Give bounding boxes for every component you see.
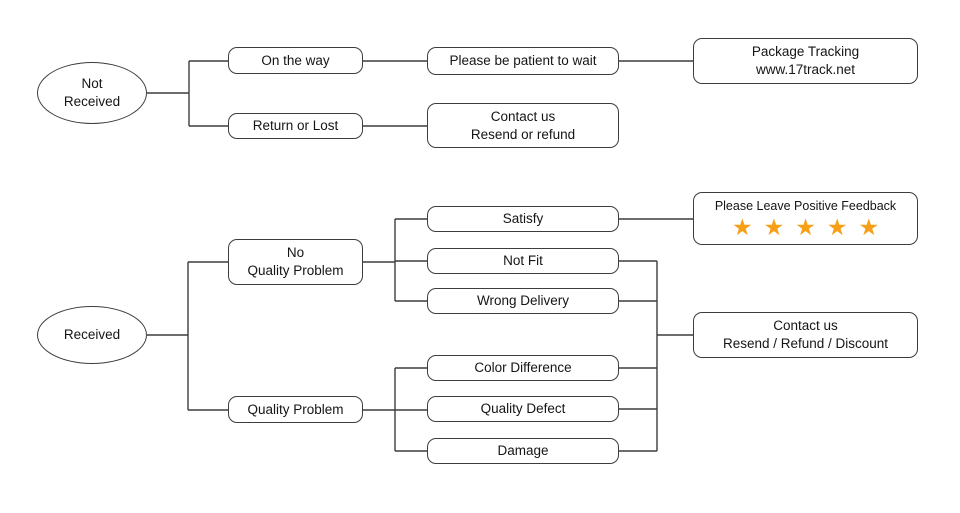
node-quality-defect: Quality Defect: [427, 396, 619, 422]
node-received: Received: [37, 306, 147, 364]
star-icon: ★: [826, 213, 859, 240]
star-icon: ★: [731, 213, 764, 240]
star-row: ★★★★★: [721, 213, 891, 240]
star-icon: ★: [858, 213, 891, 240]
node-not-received: Not Received: [37, 62, 147, 124]
node-no-quality-problem: No Quality Problem: [228, 239, 363, 285]
node-contact-resend-refund-discount: Contact us Resend / Refund / Discount: [693, 312, 918, 358]
star-icon: ★: [763, 213, 796, 240]
node-positive-feedback: Please Leave Positive Feedback ★★★★★: [693, 192, 918, 245]
node-damage: Damage: [427, 438, 619, 464]
node-quality-problem: Quality Problem: [228, 396, 363, 423]
feedback-label: Please Leave Positive Feedback: [714, 199, 897, 214]
node-contact-resend-refund: Contact us Resend or refund: [427, 103, 619, 148]
star-icon: ★: [795, 213, 827, 240]
node-on-the-way: On the way: [228, 47, 363, 74]
node-not-fit: Not Fit: [427, 248, 619, 274]
node-return-or-lost: Return or Lost: [228, 113, 363, 139]
node-package-tracking: Package Tracking www.17track.net: [693, 38, 918, 84]
node-satisfy: Satisfy: [427, 206, 619, 232]
node-wrong-delivery: Wrong Delivery: [427, 288, 619, 314]
node-color-difference: Color Difference: [427, 355, 619, 381]
node-please-be-patient: Please be patient to wait: [427, 47, 619, 75]
